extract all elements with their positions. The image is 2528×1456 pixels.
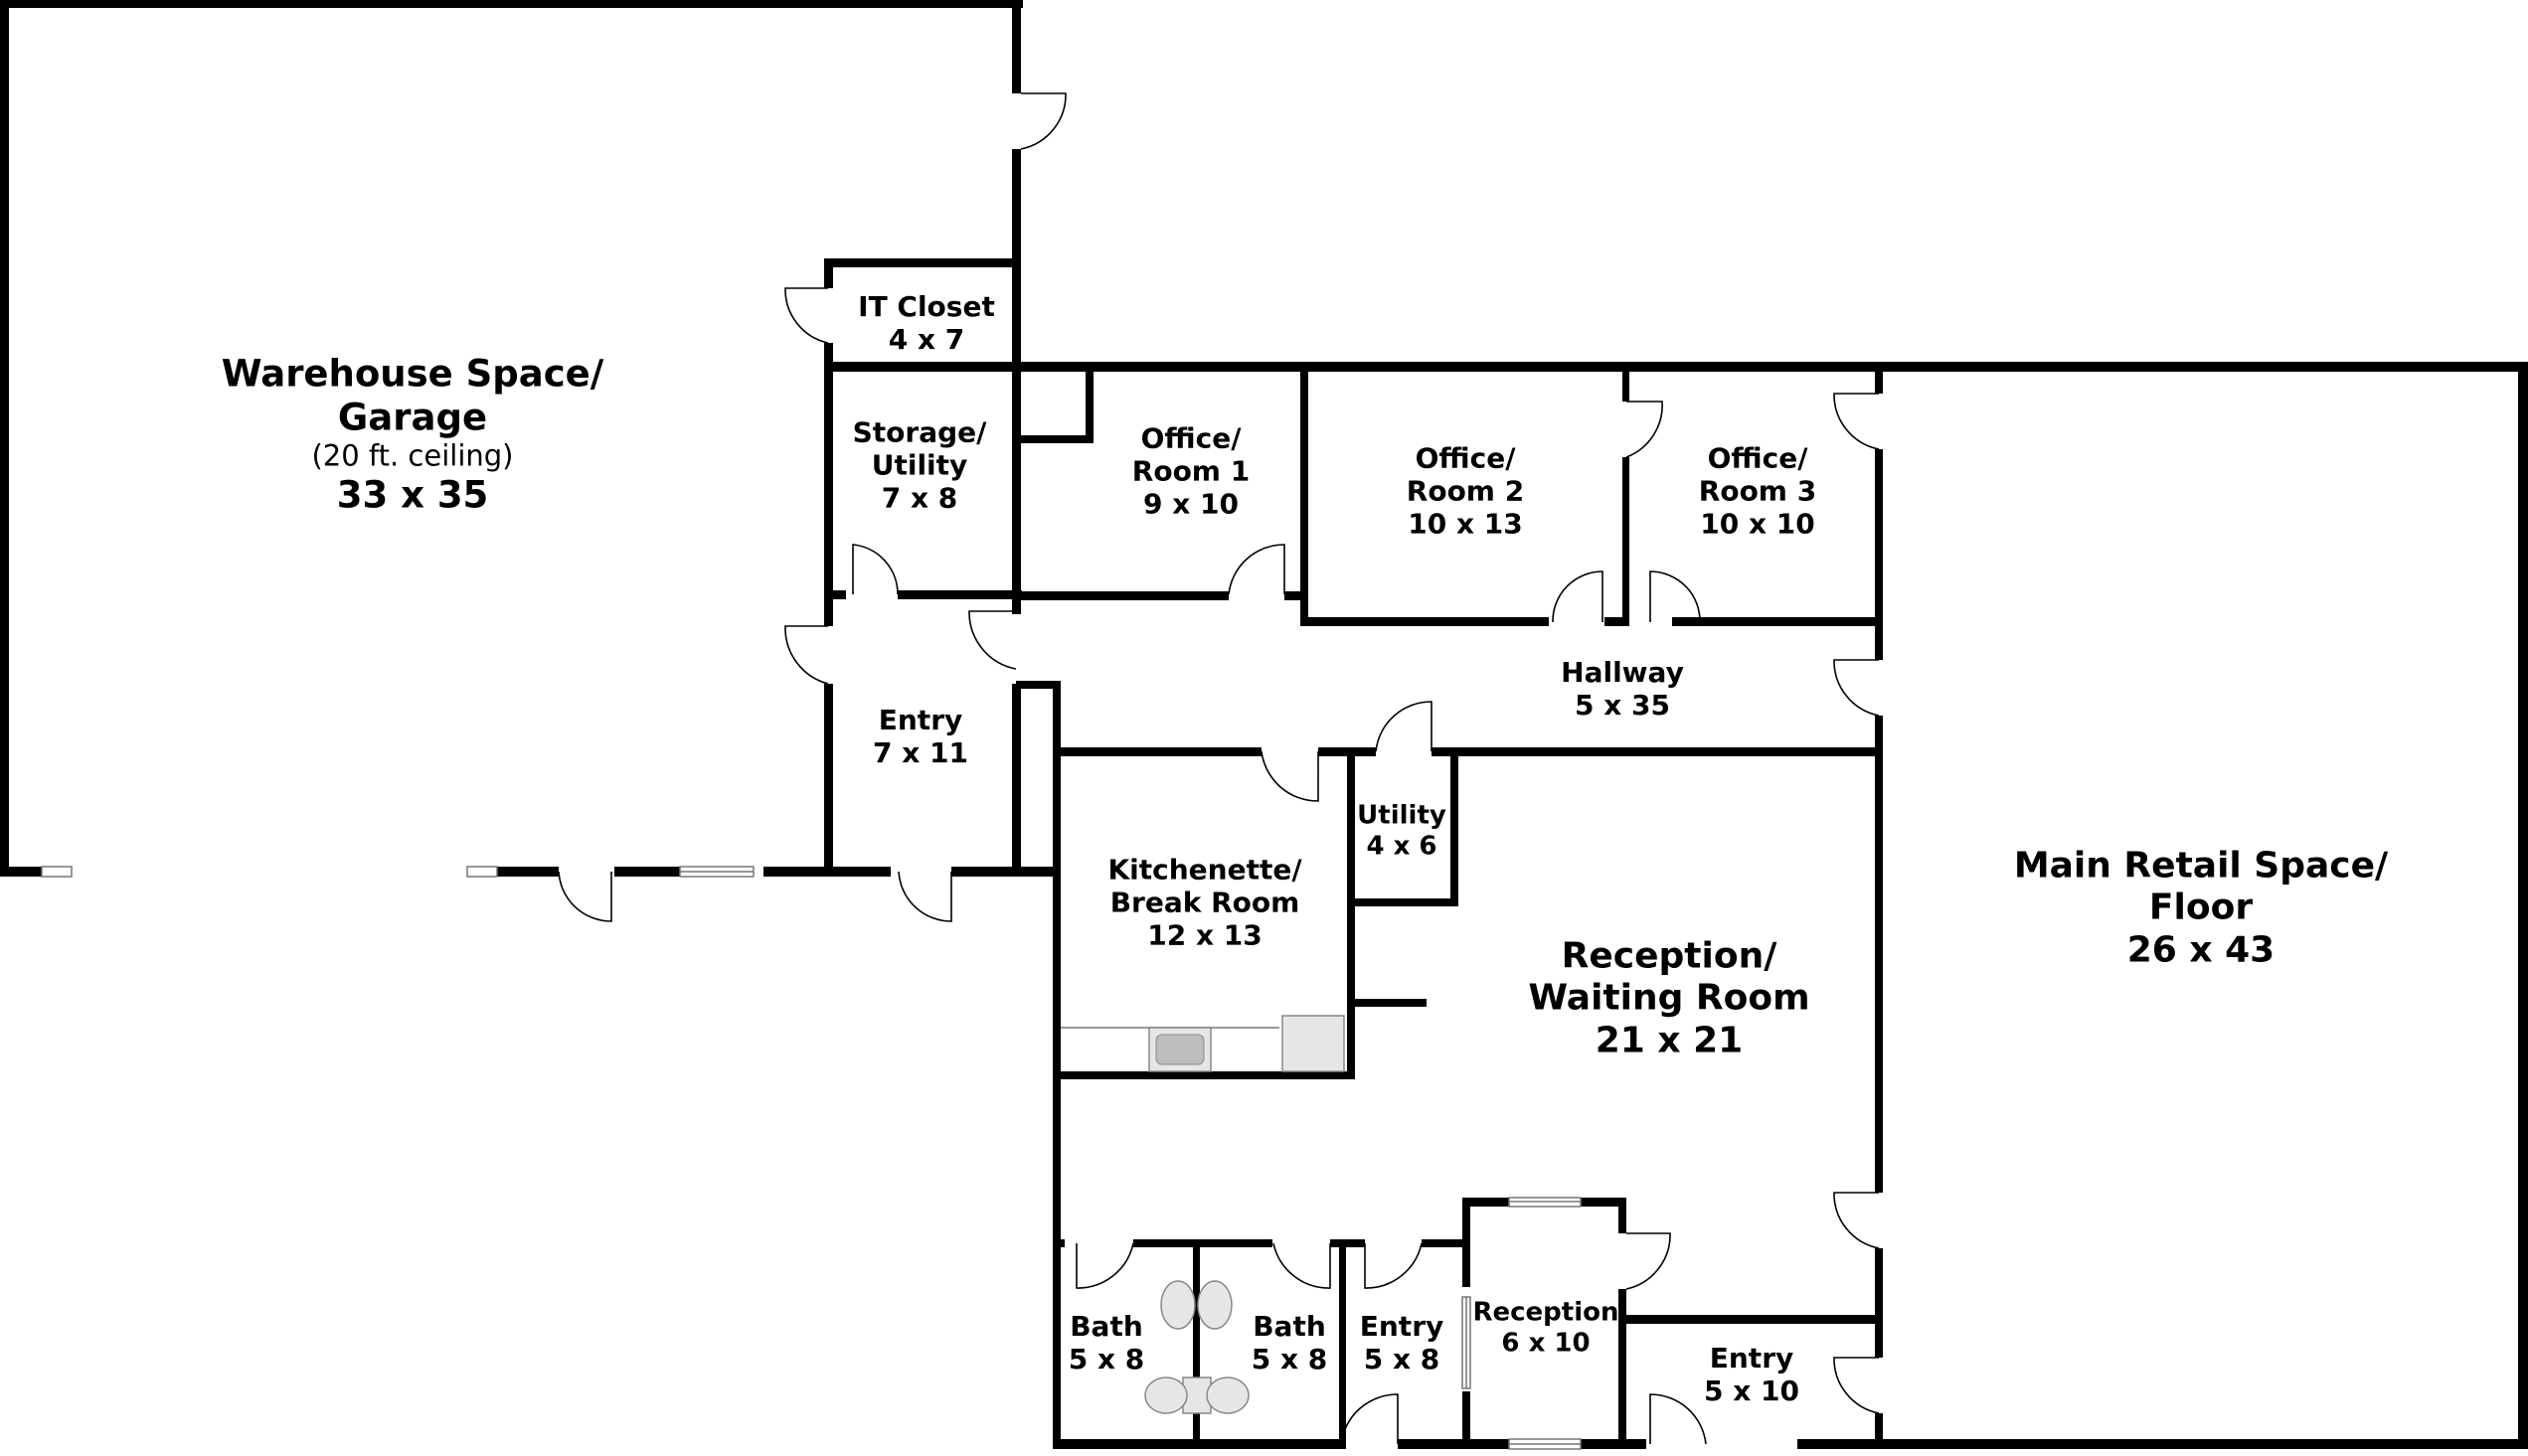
- kitchen-counter: [1061, 1015, 1345, 1072]
- room-name: Entry: [878, 703, 963, 736]
- room-name: Warehouse Space/: [221, 352, 604, 396]
- room-note: (20 ft. ceiling): [311, 438, 514, 473]
- toilet-icon: [1206, 1376, 1250, 1414]
- room-name: IT Closet: [858, 289, 995, 323]
- room-dims: 5 x 8: [1363, 1343, 1440, 1375]
- room-dims: 9 x 10: [1142, 487, 1240, 521]
- room-dims: 33 x 35: [336, 472, 489, 516]
- room-dims: 7 x 11: [872, 736, 969, 769]
- room-name2: Waiting Room: [1528, 977, 1810, 1019]
- room-dims: 6 x 10: [1501, 1328, 1591, 1358]
- refrigerator-icon: [1281, 1015, 1345, 1072]
- room-name2: Break Room: [1109, 886, 1300, 919]
- room-name2: Room 1: [1131, 454, 1251, 488]
- room-name: Reception/: [1561, 935, 1777, 977]
- room-dims: 12 x 13: [1147, 918, 1263, 952]
- room-name: Main Retail Space/: [2013, 845, 2389, 887]
- room-name: Hallway: [1561, 655, 1684, 689]
- toilet-icon: [1144, 1376, 1188, 1414]
- room-name2: Room 2: [1406, 474, 1525, 508]
- room-dims: 5 x 35: [1574, 689, 1670, 722]
- room-name: Bath: [1253, 1309, 1326, 1343]
- room-name: Office/: [1415, 441, 1516, 475]
- room-name: Utility: [1357, 800, 1446, 831]
- room-name: Bath: [1070, 1309, 1143, 1343]
- room-label-warehouse: Warehouse Space/Garage(20 ft. ceiling)33…: [222, 352, 604, 516]
- room-name: Office/: [1140, 421, 1242, 455]
- room-dims: 5 x 8: [1068, 1343, 1145, 1375]
- room-name2: Garage: [337, 396, 488, 439]
- room-dims: 4 x 6: [1366, 831, 1437, 861]
- bath-sink-icon: [1197, 1280, 1233, 1330]
- window-icon: [41, 866, 1582, 1450]
- room-dims: 5 x 10: [1703, 1375, 1800, 1407]
- room-name: Entry: [1359, 1309, 1444, 1343]
- room-name2: Utility: [871, 448, 968, 482]
- room-dims: 26 x 43: [2126, 929, 2275, 971]
- room-name: Office/: [1707, 441, 1808, 475]
- bath-sink-icon: [1160, 1280, 1196, 1330]
- room-name2: Room 3: [1698, 474, 1817, 508]
- room-dims: 10 x 10: [1700, 507, 1815, 541]
- room-dims: 5 x 8: [1251, 1343, 1328, 1375]
- room-dims: 7 x 8: [881, 481, 958, 515]
- room-name: Entry: [1709, 1341, 1794, 1375]
- room-name2: Floor: [2148, 887, 2254, 928]
- room-dims: 10 x 13: [1408, 507, 1523, 541]
- room-name: Kitchenette/: [1107, 853, 1302, 887]
- door-icons: [558, 92, 1880, 1445]
- room-name: Storage/: [852, 415, 987, 449]
- bath-fixtures: [1144, 1280, 1250, 1414]
- room-name: Reception: [1472, 1297, 1619, 1328]
- room-dims: 4 x 7: [888, 323, 965, 356]
- room-dims: 21 x 21: [1595, 1020, 1744, 1061]
